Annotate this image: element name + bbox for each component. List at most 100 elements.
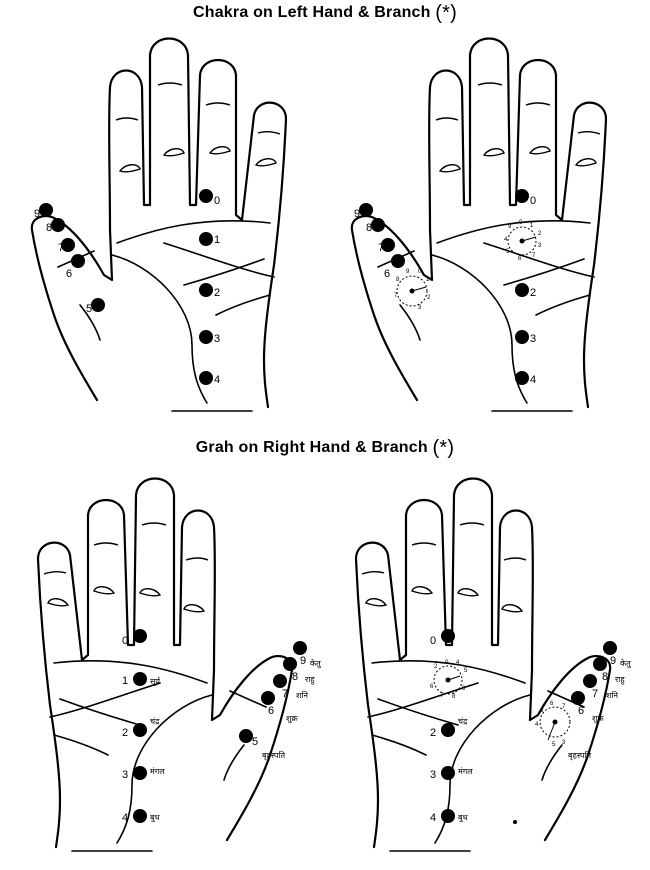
chakra-dot-4 bbox=[515, 371, 529, 385]
svg-text:6: 6 bbox=[384, 268, 390, 280]
thumb-dot-6 bbox=[71, 254, 85, 268]
svg-text:9: 9 bbox=[462, 686, 466, 692]
svg-text:2: 2 bbox=[427, 295, 431, 301]
svg-text:शुक्र: शुक्र bbox=[286, 714, 298, 724]
svg-text:1: 1 bbox=[530, 223, 534, 229]
svg-text:7: 7 bbox=[440, 693, 444, 699]
svg-text:8: 8 bbox=[540, 708, 544, 714]
svg-text:4: 4 bbox=[122, 812, 128, 824]
label-9: 9 bbox=[34, 208, 40, 220]
svg-text:0: 0 bbox=[445, 660, 449, 666]
svg-text:मंगल: मंगल bbox=[150, 767, 165, 776]
thumb-dot-7 bbox=[61, 238, 75, 252]
thumb-dot-8 bbox=[51, 218, 65, 232]
svg-text:3: 3 bbox=[122, 769, 128, 781]
svg-text:चंद्र: चंद्र bbox=[150, 717, 160, 726]
svg-text:6: 6 bbox=[550, 701, 554, 707]
chakra-dot-3 bbox=[199, 330, 213, 344]
chakra-dot-3 bbox=[515, 330, 529, 344]
svg-text:2: 2 bbox=[122, 727, 128, 739]
svg-text:6: 6 bbox=[578, 705, 584, 717]
top-title: Chakra on Left Hand & Branch (*) bbox=[0, 2, 650, 25]
svg-text:1: 1 bbox=[122, 675, 128, 687]
bottom-right-markers: 0 2 3 4 चंद्र मंगल बुध 0 2 6 7 8 9 5 4 6… bbox=[430, 629, 632, 824]
label-2: 2 bbox=[214, 287, 220, 299]
svg-text:6: 6 bbox=[430, 684, 434, 690]
svg-text:0: 0 bbox=[530, 195, 536, 207]
svg-text:शुक्र: शुक्र bbox=[592, 714, 604, 724]
svg-text:7: 7 bbox=[378, 242, 384, 254]
svg-text:2: 2 bbox=[430, 727, 436, 739]
label-3: 3 bbox=[214, 333, 220, 345]
thumb-dot-5 bbox=[91, 298, 105, 312]
svg-text:केतु: केतु bbox=[310, 658, 322, 669]
hand-top-right: 0 1 2 3 7 6 5 4 9 9 0 1 2 3 7 8 0 2 3 4 … bbox=[350, 37, 608, 412]
svg-text:7: 7 bbox=[282, 688, 288, 700]
bottom-title: Grah on Right Hand & Branch (*) bbox=[0, 437, 650, 460]
label-4: 4 bbox=[214, 374, 220, 386]
bottom-title-text: Grah on Right Hand & Branch bbox=[195, 439, 428, 456]
svg-text:5: 5 bbox=[552, 742, 556, 748]
svg-text:2: 2 bbox=[538, 231, 542, 237]
svg-text:3: 3 bbox=[430, 769, 436, 781]
svg-text:4: 4 bbox=[530, 374, 536, 386]
svg-text:3: 3 bbox=[530, 333, 536, 345]
chakra-dot-1 bbox=[199, 232, 213, 246]
svg-text:4: 4 bbox=[535, 722, 539, 728]
svg-text:8: 8 bbox=[292, 671, 298, 683]
svg-text:0: 0 bbox=[519, 220, 523, 226]
svg-text:बुध: बुध bbox=[458, 813, 469, 823]
svg-text:7: 7 bbox=[532, 253, 536, 259]
svg-text:बृहस्पति: बृहस्पति bbox=[568, 750, 592, 761]
svg-text:5: 5 bbox=[506, 249, 510, 255]
svg-text:सूर्य: सूर्य bbox=[150, 676, 161, 687]
label-7: 7 bbox=[58, 242, 64, 254]
svg-text:8: 8 bbox=[602, 671, 608, 683]
svg-text:7: 7 bbox=[562, 704, 566, 710]
svg-text:6: 6 bbox=[268, 705, 274, 717]
svg-text:0: 0 bbox=[430, 635, 436, 647]
svg-text:राहु: राहु bbox=[305, 675, 315, 685]
top-title-text: Chakra on Left Hand & Branch bbox=[192, 4, 431, 21]
star-circled-icon: (*) bbox=[432, 437, 455, 459]
label-0: 0 bbox=[214, 195, 220, 207]
svg-text:0: 0 bbox=[122, 635, 128, 647]
svg-text:केतु: केतु bbox=[620, 658, 632, 669]
svg-text:8: 8 bbox=[452, 694, 456, 700]
hand-bottom-left bbox=[36, 477, 294, 852]
bottom-left-markers: 0 1 2 3 4 सूर्य चंद्र मंगल बुध 9 8 7 6 5… bbox=[122, 629, 322, 824]
star-icon: (*) bbox=[435, 2, 457, 24]
svg-text:2: 2 bbox=[530, 287, 536, 299]
svg-text:3: 3 bbox=[562, 740, 566, 746]
thumb-dot-9 bbox=[39, 203, 53, 217]
svg-text:9: 9 bbox=[610, 655, 616, 667]
svg-text:1: 1 bbox=[426, 277, 430, 283]
svg-text:8: 8 bbox=[396, 277, 400, 283]
hand-top-left: 0 1 2 3 4 9 8 7 6 5 bbox=[30, 37, 288, 412]
label-6: 6 bbox=[66, 268, 72, 280]
svg-text:0: 0 bbox=[418, 269, 422, 275]
svg-text:शनि: शनि bbox=[606, 690, 619, 700]
svg-text:6: 6 bbox=[518, 256, 522, 262]
svg-text:9: 9 bbox=[406, 269, 410, 275]
svg-text:शनि: शनि bbox=[296, 690, 309, 700]
svg-text:9: 9 bbox=[508, 224, 512, 230]
chakra-dot-0 bbox=[199, 189, 213, 203]
svg-text:4: 4 bbox=[456, 660, 460, 666]
svg-text:3: 3 bbox=[418, 305, 422, 311]
palm-dial bbox=[507, 226, 537, 256]
label-5: 5 bbox=[86, 303, 92, 315]
chakra-dot-2 bbox=[515, 283, 529, 297]
chakra-dot-0 bbox=[515, 189, 529, 203]
svg-text:बुध: बुध bbox=[150, 813, 161, 823]
svg-text:4: 4 bbox=[504, 237, 508, 243]
svg-text:बृहस्पति: बृहस्पति bbox=[262, 750, 286, 761]
svg-text:5: 5 bbox=[464, 668, 468, 674]
svg-text:3: 3 bbox=[538, 243, 542, 249]
svg-text:मंगल: मंगल bbox=[458, 767, 473, 776]
chakra-dot-2 bbox=[199, 283, 213, 297]
svg-text:7: 7 bbox=[592, 688, 598, 700]
svg-text:7: 7 bbox=[394, 293, 398, 299]
svg-text:8: 8 bbox=[366, 222, 372, 234]
